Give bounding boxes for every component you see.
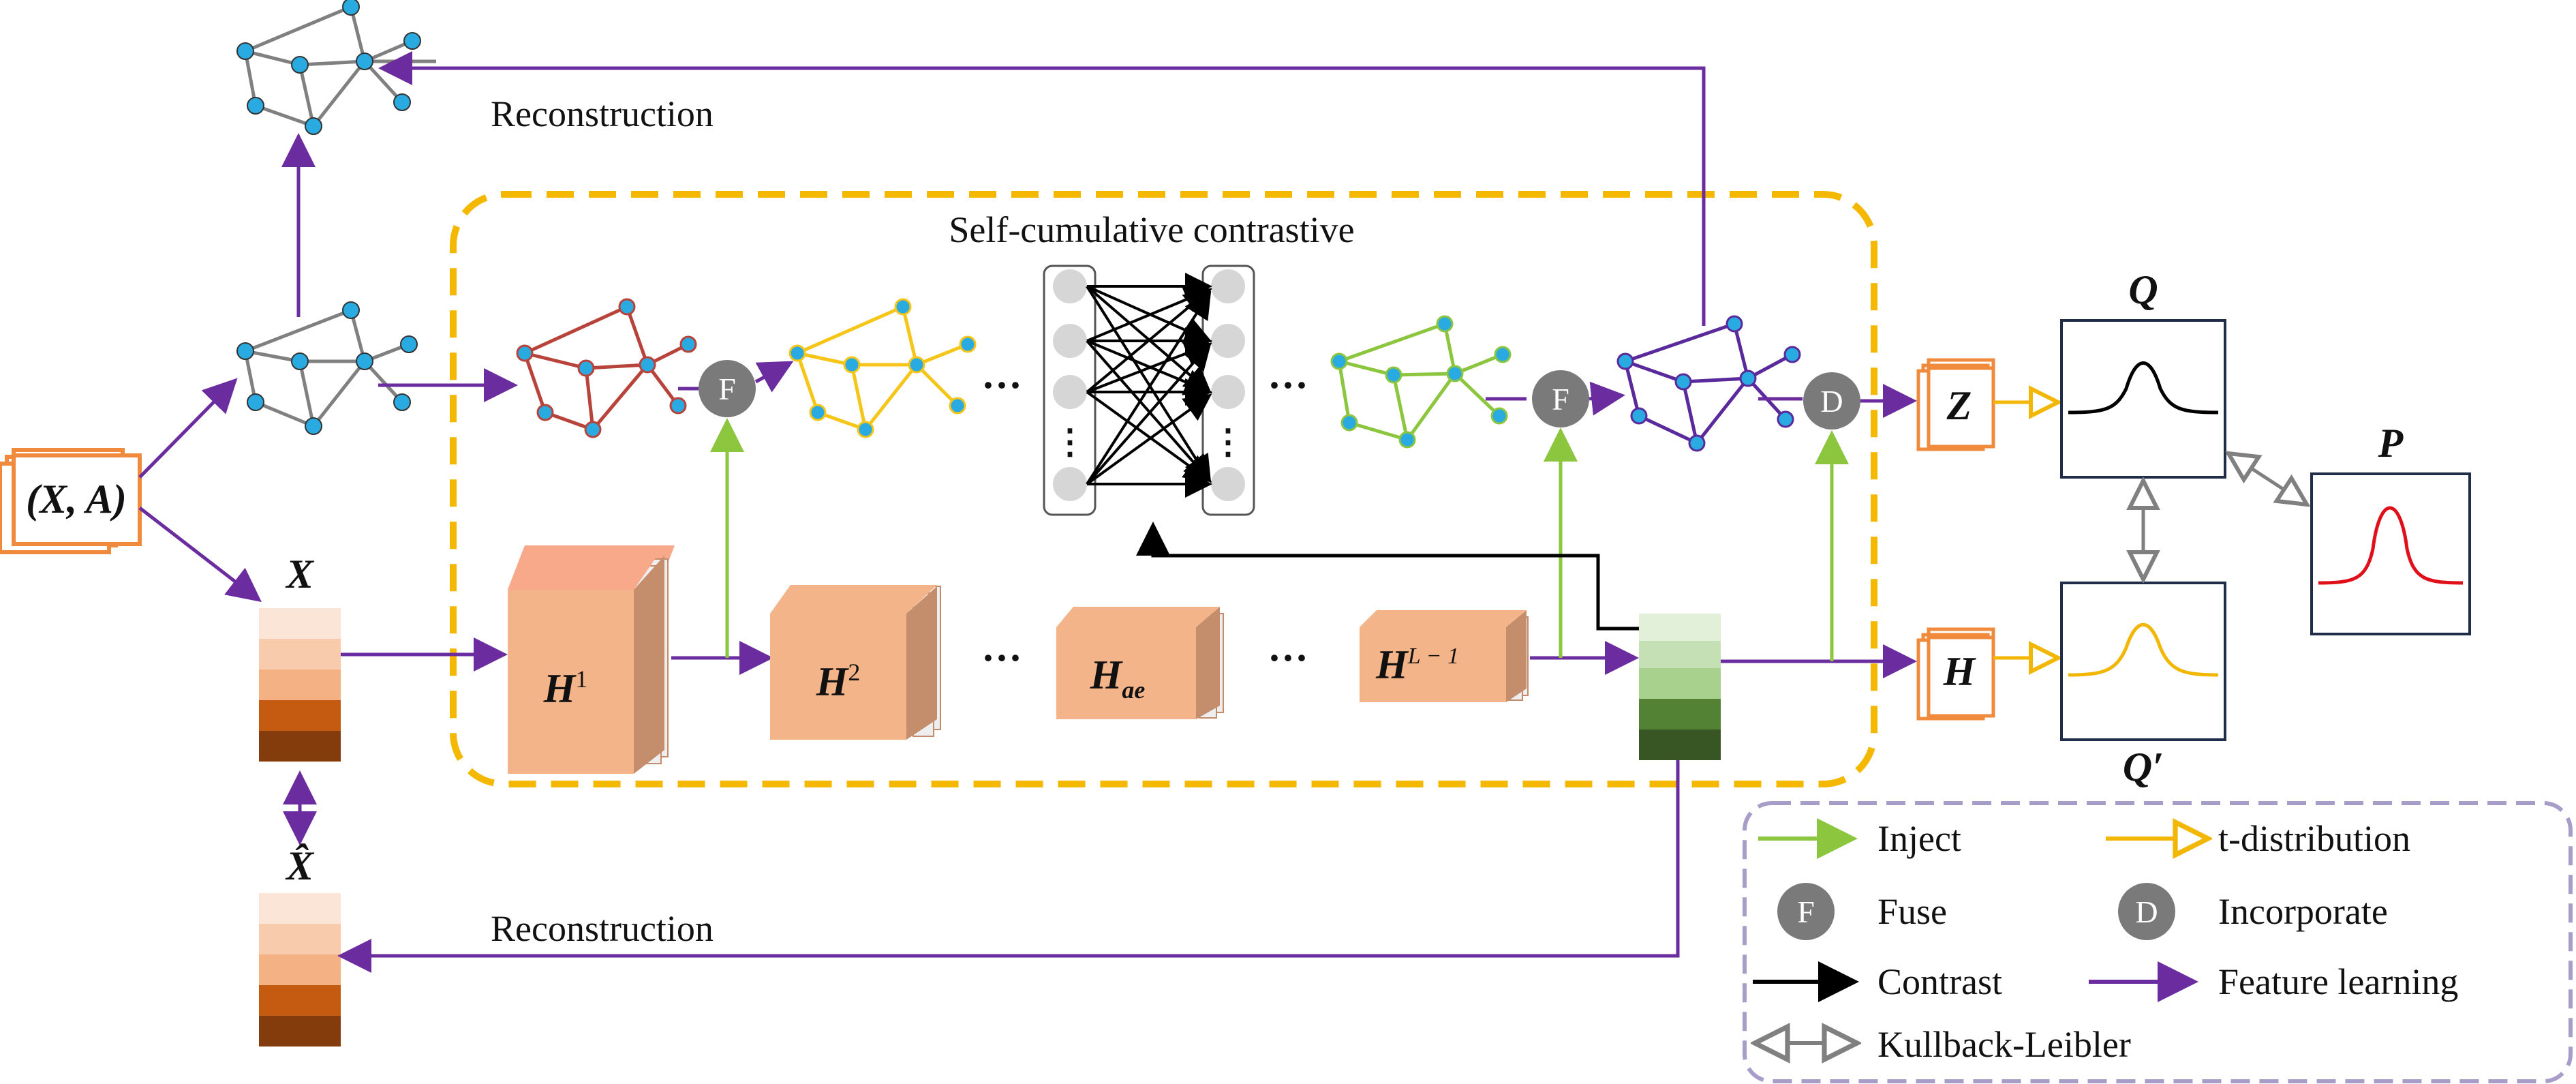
q-distribution-box (2060, 319, 2226, 479)
graph-purple (1623, 322, 1794, 445)
hae-label: H (1090, 652, 1124, 697)
legend-kullback-leibler-label: Kullback-Leibler (1877, 1024, 2131, 1065)
legend-item-contrast: Contrast (1753, 961, 2002, 1002)
fuse-node-1-symbol: F (718, 372, 736, 406)
h2-block: H2 (770, 585, 941, 740)
self-cumulative-region (450, 191, 1877, 787)
fuse-node-2-symbol: F (1552, 382, 1569, 417)
fuse-node-1: F (699, 360, 756, 417)
incorporate-node-symbol: D (1820, 384, 1843, 419)
h2-sup: 2 (848, 659, 860, 686)
graph-green-nodes (1330, 315, 1512, 449)
h-label: H (1943, 649, 1977, 694)
reconstructed-graph-nodes (236, 0, 421, 135)
contrast-arrow (1136, 522, 1639, 631)
arrow-input-to-x (138, 507, 262, 603)
final-feature-stack (1639, 614, 1721, 760)
h2-label: H (816, 659, 850, 704)
h1-label: H (543, 666, 577, 711)
input-graph-nodes (236, 301, 418, 435)
x-feature-label: X (285, 552, 315, 597)
x-feature-stack (259, 608, 341, 762)
hae-sub: ae (1122, 676, 1145, 704)
arrow-input-to-graph (138, 378, 238, 479)
legend-item-incorporate: D Incorporate (2118, 883, 2388, 940)
fuse-node-2: F (1532, 370, 1589, 427)
legend-fuse-label: Fuse (1877, 891, 1947, 932)
legend: Inject t-distribution F Fuse D Incorpora… (1743, 801, 2573, 1083)
legend-item-feature-learning: Feature learning (2089, 961, 2458, 1002)
input-block: (X, A) (0, 448, 142, 554)
hl1-label: H (1375, 642, 1409, 687)
region-title: Self-cumulative contrastive (949, 209, 1354, 250)
legend-incorporate-label: Incorporate (2218, 891, 2388, 932)
arrow-reconstruction-bottom (337, 760, 1680, 973)
ellipsis-2: ··· (1268, 363, 1308, 408)
legend-item-t-distribution: t-distribution (2106, 818, 2410, 859)
h1-sup: 1 (575, 665, 587, 693)
graph-yellow-nodes (788, 298, 977, 438)
h-block: H (1916, 627, 1995, 721)
q-prime-label: Q′ (2123, 744, 2164, 789)
p-label: P (2378, 421, 2404, 466)
input-graph (243, 308, 410, 428)
x-hat-label: X̂ (285, 843, 315, 888)
h1-block: H1 (508, 545, 675, 774)
svg-text:HL − 1: HL − 1 (1375, 642, 1459, 687)
arrow-f2-to-purple (1589, 381, 1625, 416)
incorporate-node: D (1803, 372, 1860, 430)
legend-inject-label: Inject (1877, 818, 1961, 859)
hl1-block: HL − 1 (1360, 610, 1529, 702)
legend-t-distribution-label: t-distribution (2218, 818, 2410, 859)
reconstruction-top-label: Reconstruction (491, 93, 714, 134)
ellipsis-3: ··· (981, 635, 1022, 680)
p-curve (2318, 506, 2464, 585)
legend-item-kullback-leibler: Kullback-Leibler (1755, 1024, 2131, 1065)
vdots-right: ⋮ (1211, 423, 1245, 461)
svg-text:H1: H1 (543, 665, 588, 711)
kl-arrow-q-p (2228, 453, 2307, 505)
contrast-network: ⋮ ⋮ (1043, 265, 1255, 516)
arrow-reconstruction-top (378, 51, 1706, 326)
graph-purple-nodes (1616, 315, 1801, 452)
svg-text:H2: H2 (816, 659, 861, 704)
x-hat-stack (259, 893, 341, 1047)
reconstruction-bottom-label: Reconstruction (491, 908, 714, 949)
legend-item-inject: Inject (1758, 818, 1961, 859)
hae-block: Hae (1056, 607, 1224, 719)
legend-fuse-symbol: F (1797, 894, 1815, 929)
q-curve (2068, 361, 2219, 415)
z-label: Z (1946, 383, 1972, 428)
z-block: Z (1916, 358, 1995, 451)
hl1-sup: L − 1 (1407, 644, 1459, 669)
legend-item-fuse: F Fuse (1777, 883, 1947, 940)
graph-red (523, 305, 690, 432)
graph-green (1337, 322, 1503, 442)
legend-incorporate-symbol: D (2135, 894, 2158, 929)
q-prime-curve (2068, 623, 2219, 677)
input-label: (X, A) (26, 477, 127, 522)
p-distribution-box (2310, 472, 2471, 635)
q-prime-distribution-box (2060, 582, 2226, 741)
svg-text:Hae: Hae (1090, 652, 1146, 704)
graph-red-nodes (516, 298, 697, 438)
legend-contrast-label: Contrast (1877, 961, 2002, 1002)
q-label: Q (2128, 267, 2158, 312)
legend-feature-learning-label: Feature learning (2218, 961, 2458, 1002)
arrow-f1-to-yellow (754, 361, 794, 393)
ellipsis-4: ··· (1268, 635, 1308, 680)
vdots-left: ⋮ (1053, 423, 1087, 461)
ellipsis-1: ··· (981, 363, 1022, 408)
